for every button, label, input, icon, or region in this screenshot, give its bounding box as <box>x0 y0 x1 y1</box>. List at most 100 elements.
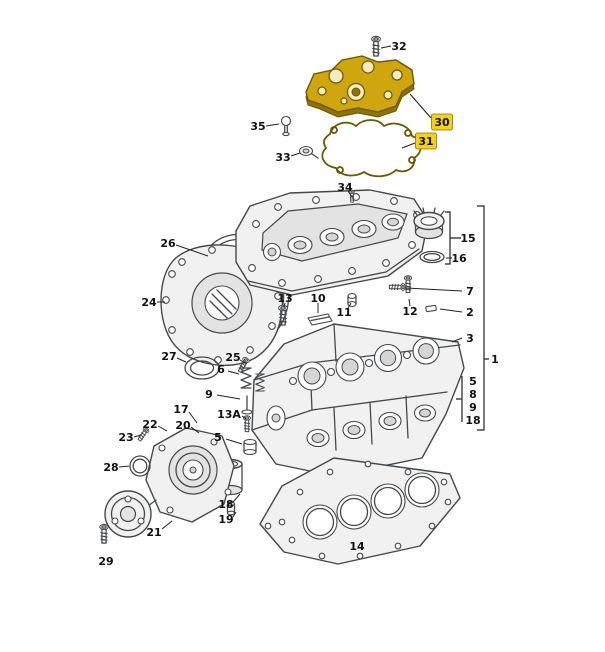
head-gasket <box>259 457 461 565</box>
bracket-assembly-1 <box>477 205 489 431</box>
callout-label-22: 22 <box>142 418 157 431</box>
valve-spring <box>240 367 252 389</box>
cap-seal-ring <box>419 250 445 264</box>
callout-28-32[interactable]: 28 <box>103 461 130 474</box>
shaft-seal <box>184 356 220 380</box>
callout-9-25[interactable]: 9 <box>205 388 241 401</box>
callout-27-8[interactable]: 27 <box>161 350 187 363</box>
callout-label-27: 27 <box>161 350 176 363</box>
pin-2 <box>425 304 437 313</box>
callout-31-2[interactable]: 31 <box>401 132 437 150</box>
bolt-32 <box>370 35 382 57</box>
leader-line-6 <box>227 370 240 375</box>
callout-25-9[interactable]: 25 <box>225 351 248 365</box>
valve-cover <box>235 189 429 296</box>
callout-label-26: 26 <box>160 237 176 250</box>
control-housing-gasket-highlighted <box>321 119 422 178</box>
callout-label-25: 25 <box>225 351 240 364</box>
callout-label-21: 21 <box>146 526 161 539</box>
callout-6-24[interactable]: 6 <box>217 363 240 376</box>
callout-5-27[interactable]: 5 <box>214 431 243 445</box>
callout-15-14[interactable]: 15 <box>460 232 475 245</box>
leader-line-32 <box>380 45 392 49</box>
callout-12-13[interactable]: 12 <box>402 298 418 318</box>
leader-line-3 <box>451 337 463 343</box>
camshaft-control-housing-highlighted <box>305 55 415 118</box>
bracket-group-5-8-9-18 <box>456 376 463 422</box>
callout-21-33[interactable]: 21 <box>146 520 173 539</box>
callout-label-6: 6 <box>217 363 225 376</box>
callout-29-34[interactable]: 29 <box>98 555 113 568</box>
callout-20-31[interactable]: 20 <box>175 419 200 434</box>
callout-19-36[interactable]: 19 <box>218 511 237 526</box>
callout-14-37[interactable]: 14 <box>349 540 365 553</box>
callout-label-20: 20 <box>175 419 191 432</box>
o-ring-28 <box>129 455 151 477</box>
callout-label-9: 9 <box>205 388 213 401</box>
callout-18-35[interactable]: 18 <box>218 493 241 511</box>
dowel-11 <box>347 293 357 307</box>
callout-13a-26[interactable]: 13A <box>217 408 247 421</box>
callout-30-1[interactable]: 30 <box>409 93 453 131</box>
highlight-box-31 <box>415 132 437 150</box>
callout-22-29[interactable]: 22 <box>142 418 168 432</box>
bolt-29 <box>99 523 109 544</box>
callout-17-30[interactable]: 17 <box>173 403 198 424</box>
callout-26-6[interactable]: 26 <box>160 237 209 257</box>
callout-label-19: 19 <box>218 513 233 526</box>
callout-13-10[interactable]: 13 <box>277 292 293 308</box>
callout-3-18[interactable]: 3 <box>451 332 474 345</box>
callout-2-17[interactable]: 2 <box>439 306 474 319</box>
shim-10 <box>307 313 333 326</box>
leader-line-30 <box>409 93 432 119</box>
pin-19 <box>226 501 236 516</box>
leader-line-17 <box>188 411 198 424</box>
callout-35-3[interactable]: 35 <box>250 120 280 133</box>
leader-line-35 <box>265 123 280 127</box>
leader-line-5 <box>225 438 243 445</box>
leader-line-13a <box>241 415 247 420</box>
callout-label-13: 13 <box>277 292 292 305</box>
callout-label-31: 31 <box>418 135 433 148</box>
bracket-layer <box>445 205 489 431</box>
leader-line-11 <box>347 302 352 309</box>
callout-label-29: 29 <box>98 555 113 568</box>
callout-7-16[interactable]: 7 <box>405 285 474 298</box>
callout-18-23[interactable]: 18 <box>465 414 480 427</box>
plug-33 <box>298 145 319 159</box>
callout-1-19[interactable]: 1 <box>491 353 499 366</box>
leader-line-18 <box>232 493 241 503</box>
callout-24-7[interactable]: 24 <box>141 296 165 309</box>
callout-label-30: 30 <box>434 116 450 129</box>
bucket-5 <box>243 438 257 456</box>
leader-line-21 <box>161 520 173 530</box>
callout-11-12[interactable]: 11 <box>336 302 352 319</box>
callout-9-22[interactable]: 9 <box>469 401 477 414</box>
leader-line-33 <box>290 152 301 157</box>
leader-line-31 <box>401 142 416 149</box>
leader-line-20 <box>190 426 200 434</box>
valve-9 <box>241 395 253 415</box>
oil-filler-cap <box>413 207 445 240</box>
callout-label-13a: 13A <box>217 408 241 421</box>
leader-line-7 <box>405 287 463 292</box>
callout-8-21[interactable]: 8 <box>469 388 477 401</box>
callout-33-4[interactable]: 33 <box>275 151 301 164</box>
callout-23-28[interactable]: 23 <box>118 431 142 444</box>
leader-line-23 <box>133 434 142 438</box>
leader-line-12 <box>408 298 411 307</box>
callout-label-24: 24 <box>141 296 157 309</box>
callout-5-20[interactable]: 5 <box>469 375 477 388</box>
callout-label-5: 5 <box>214 431 222 444</box>
callout-label-8: 8 <box>469 388 477 401</box>
callout-32-0[interactable]: 32 <box>380 40 407 53</box>
leader-line-2 <box>439 308 463 313</box>
callout-16-15[interactable]: 16 <box>446 252 467 265</box>
callout-label-28: 28 <box>103 461 118 474</box>
leader-line-26 <box>175 244 209 257</box>
leader-line-22 <box>157 425 168 432</box>
callout-34-5[interactable]: 34 <box>337 181 353 198</box>
callout-10-11[interactable]: 10 <box>310 292 326 313</box>
